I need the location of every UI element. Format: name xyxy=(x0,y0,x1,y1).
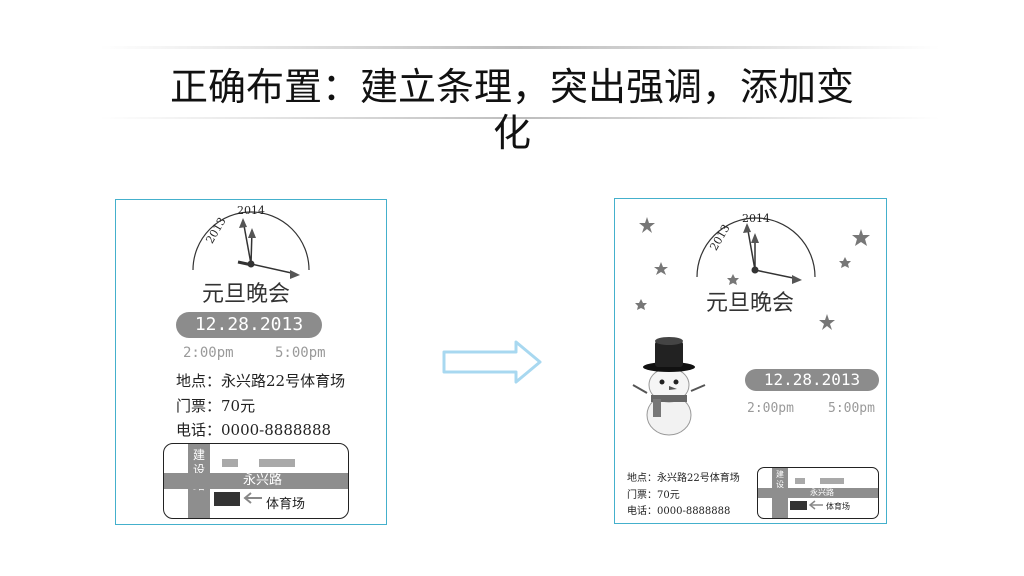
time-end: 5:00pm xyxy=(828,401,875,416)
road-horizontal-label: 永兴路 xyxy=(810,488,834,497)
building-block xyxy=(820,478,844,484)
time-start: 2:00pm xyxy=(183,345,234,361)
star-icon xyxy=(639,217,655,233)
left-arrow-icon xyxy=(243,492,262,504)
star-icon xyxy=(635,299,647,310)
star-icon xyxy=(852,229,870,246)
phone-text: 电话：0000-8888888 xyxy=(627,506,731,517)
slide-title: 正确布置：建立条理，突出强调，添加变化 xyxy=(170,65,855,155)
road-horizontal xyxy=(758,488,878,498)
venue-block xyxy=(790,501,807,510)
building-block xyxy=(259,459,295,467)
map: 建设路 永兴路 体育场 xyxy=(757,467,879,519)
map: 建设路 永兴路 体育场 xyxy=(163,443,349,519)
date-pill: 12.28.2013 xyxy=(745,369,879,391)
ticket-text: 门票：70元 xyxy=(176,397,256,415)
road-horizontal-label: 永兴路 xyxy=(243,473,283,488)
clock-icon xyxy=(192,211,310,279)
road-horizontal xyxy=(164,473,348,489)
event-name: 元旦晚会 xyxy=(202,282,291,307)
bottom-rule xyxy=(100,117,940,119)
event-name: 元旦晚会 xyxy=(706,291,795,316)
venue-label: 体育场 xyxy=(266,497,306,512)
phone-text: 电话：0000-8888888 xyxy=(176,421,332,439)
poster-after: 2014 2013 元旦晚会 12.28.2013 2:00pm 5:00pm … xyxy=(614,198,887,524)
location-text: 地点：永兴路22号体育场 xyxy=(627,473,740,484)
star-icon xyxy=(654,262,668,275)
time-start: 2:00pm xyxy=(747,401,794,416)
ticket-text: 门票：70元 xyxy=(627,490,680,501)
time-end: 5:00pm xyxy=(275,345,326,361)
date-pill: 12.28.2013 xyxy=(176,312,322,338)
year-new: 2014 xyxy=(237,204,265,217)
star-icon xyxy=(819,314,835,330)
year-new: 2014 xyxy=(742,212,770,225)
star-icon xyxy=(727,274,739,285)
star-decorations xyxy=(635,217,870,330)
clock-icon xyxy=(696,217,816,284)
location-text: 地点：永兴路22号体育场 xyxy=(176,372,346,390)
top-rule xyxy=(100,46,940,49)
building-block xyxy=(795,478,805,484)
building-block xyxy=(222,459,238,467)
poster-before: 2014 2013 元旦晚会 12.28.2013 2:00pm 5:00pm … xyxy=(115,199,387,525)
star-icon xyxy=(839,257,851,268)
snowman-icon xyxy=(632,337,706,436)
venue-label: 体育场 xyxy=(826,502,850,511)
venue-block xyxy=(214,492,240,506)
left-arrow-icon xyxy=(808,500,823,510)
right-arrow-icon xyxy=(442,340,542,384)
